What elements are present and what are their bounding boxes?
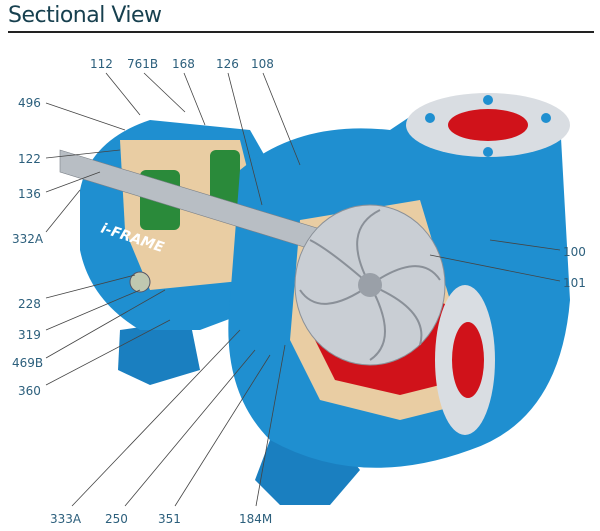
- label-496: 496: [18, 96, 41, 110]
- plug: [129, 271, 151, 293]
- label-351: 351: [158, 512, 181, 526]
- label-101: 101: [563, 276, 586, 290]
- label-360: 360: [18, 384, 41, 398]
- pump-illustration: i-FRAME: [59, 93, 570, 505]
- bearing: [210, 150, 240, 205]
- label-100: 100: [563, 245, 586, 259]
- label-333A: 333A: [50, 512, 82, 526]
- label-126: 126: [216, 57, 239, 71]
- discharge-opening: [448, 109, 528, 141]
- label-761B: 761B: [127, 57, 158, 71]
- label-469B: 469B: [12, 356, 43, 370]
- label-250: 250: [105, 512, 128, 526]
- label-108: 108: [251, 57, 274, 71]
- label-332A: 332A: [12, 232, 44, 246]
- label-168: 168: [172, 57, 195, 71]
- label-319: 319: [18, 328, 41, 342]
- page-title: Sectional View: [8, 3, 162, 28]
- label-112: 112: [90, 57, 113, 71]
- flange-bolt-holes: [425, 95, 551, 157]
- label-122: 122: [18, 152, 41, 166]
- label-136: 136: [18, 187, 41, 201]
- label-228: 228: [18, 297, 41, 311]
- label-184M: 184M: [239, 512, 272, 526]
- leader-lines: [45, 72, 561, 507]
- suction-opening: [452, 322, 484, 398]
- impeller-hub: [358, 273, 382, 297]
- title-divider: [8, 31, 594, 33]
- part-labels: 112 761B 168 126 108 496 122 136 332A 22…: [12, 57, 586, 526]
